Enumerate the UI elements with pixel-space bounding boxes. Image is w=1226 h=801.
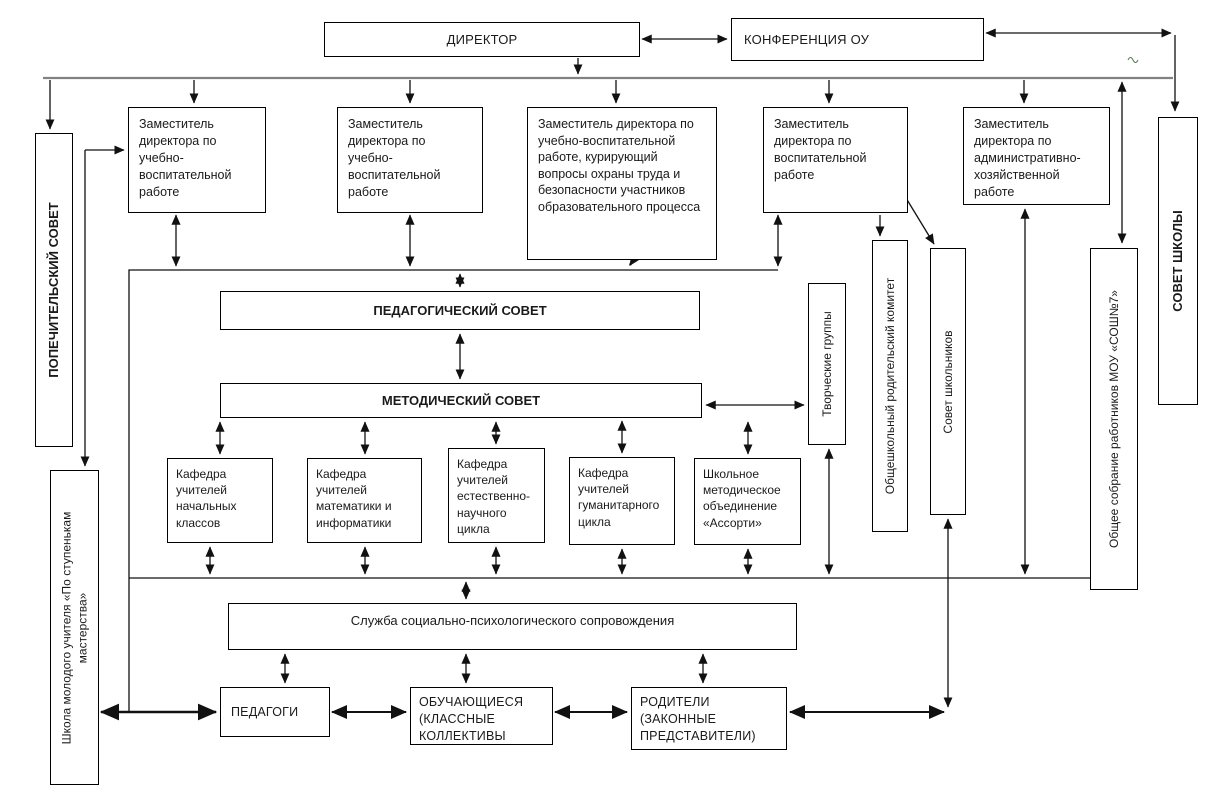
node-students: ОБУЧАЮЩИЕСЯ (КЛАССНЫЕ КОЛЛЕКТИВЫ	[410, 687, 553, 745]
node-deputy-uvr-1: Заместитель директора по учебно-воспитат…	[128, 107, 266, 213]
node-assorti: Школьное методическое объединение «Ассор…	[694, 458, 801, 545]
node-methodical-council: МЕТОДИЧЕСКИЙ СОВЕТ	[220, 383, 702, 418]
node-kaf-primary: Кафедра учителей начальных классов	[167, 458, 273, 543]
node-support-service: Служба социально-психологического сопров…	[228, 603, 797, 650]
node-deputy-ahr: Заместитель директора по административно…	[963, 107, 1110, 205]
node-trustees-council: ПОПЕЧИТЕЛЬСКИЙ СОВЕТ	[35, 133, 73, 447]
node-deputy-vr: Заместитель директора по воспитательной …	[763, 107, 908, 213]
node-parent-committee: Общешкольный родительский комитет	[872, 240, 908, 532]
node-deputy-safety: Заместитель директора по учебно-воспитат…	[527, 107, 717, 260]
node-young-teacher-school: Школа молодого учителя «По ступенькам ма…	[50, 470, 99, 785]
node-deputy-uvr-2: Заместитель директора по учебно-воспитат…	[337, 107, 483, 213]
node-creative-groups: Творческие группы	[808, 283, 846, 445]
node-school-council: СОВЕТ ШКОЛЫ	[1158, 117, 1198, 405]
node-director: ДИРЕКТОР	[324, 22, 640, 57]
node-kaf-math: Кафедра учителей математики и информатик…	[307, 458, 422, 543]
node-kaf-humanities: Кафедра учителей гуманитарного цикла	[569, 457, 675, 545]
node-kaf-science: Кафедра учителей естественно-научного ци…	[448, 448, 545, 543]
node-pedagogical-council: ПЕДАГОГИЧЕСКИЙ СОВЕТ	[220, 291, 700, 330]
node-conference: КОНФЕРЕНЦИЯ ОУ	[731, 18, 984, 61]
node-staff-assembly: Общее собрание работников МОУ «СОШ№7»	[1090, 248, 1138, 590]
node-student-council: Совет школьников	[930, 248, 966, 515]
node-teachers: ПЕДАГОГИ	[220, 687, 330, 737]
node-parents: РОДИТЕЛИ (ЗАКОННЫЕ ПРЕДСТАВИТЕЛИ)	[631, 687, 787, 750]
